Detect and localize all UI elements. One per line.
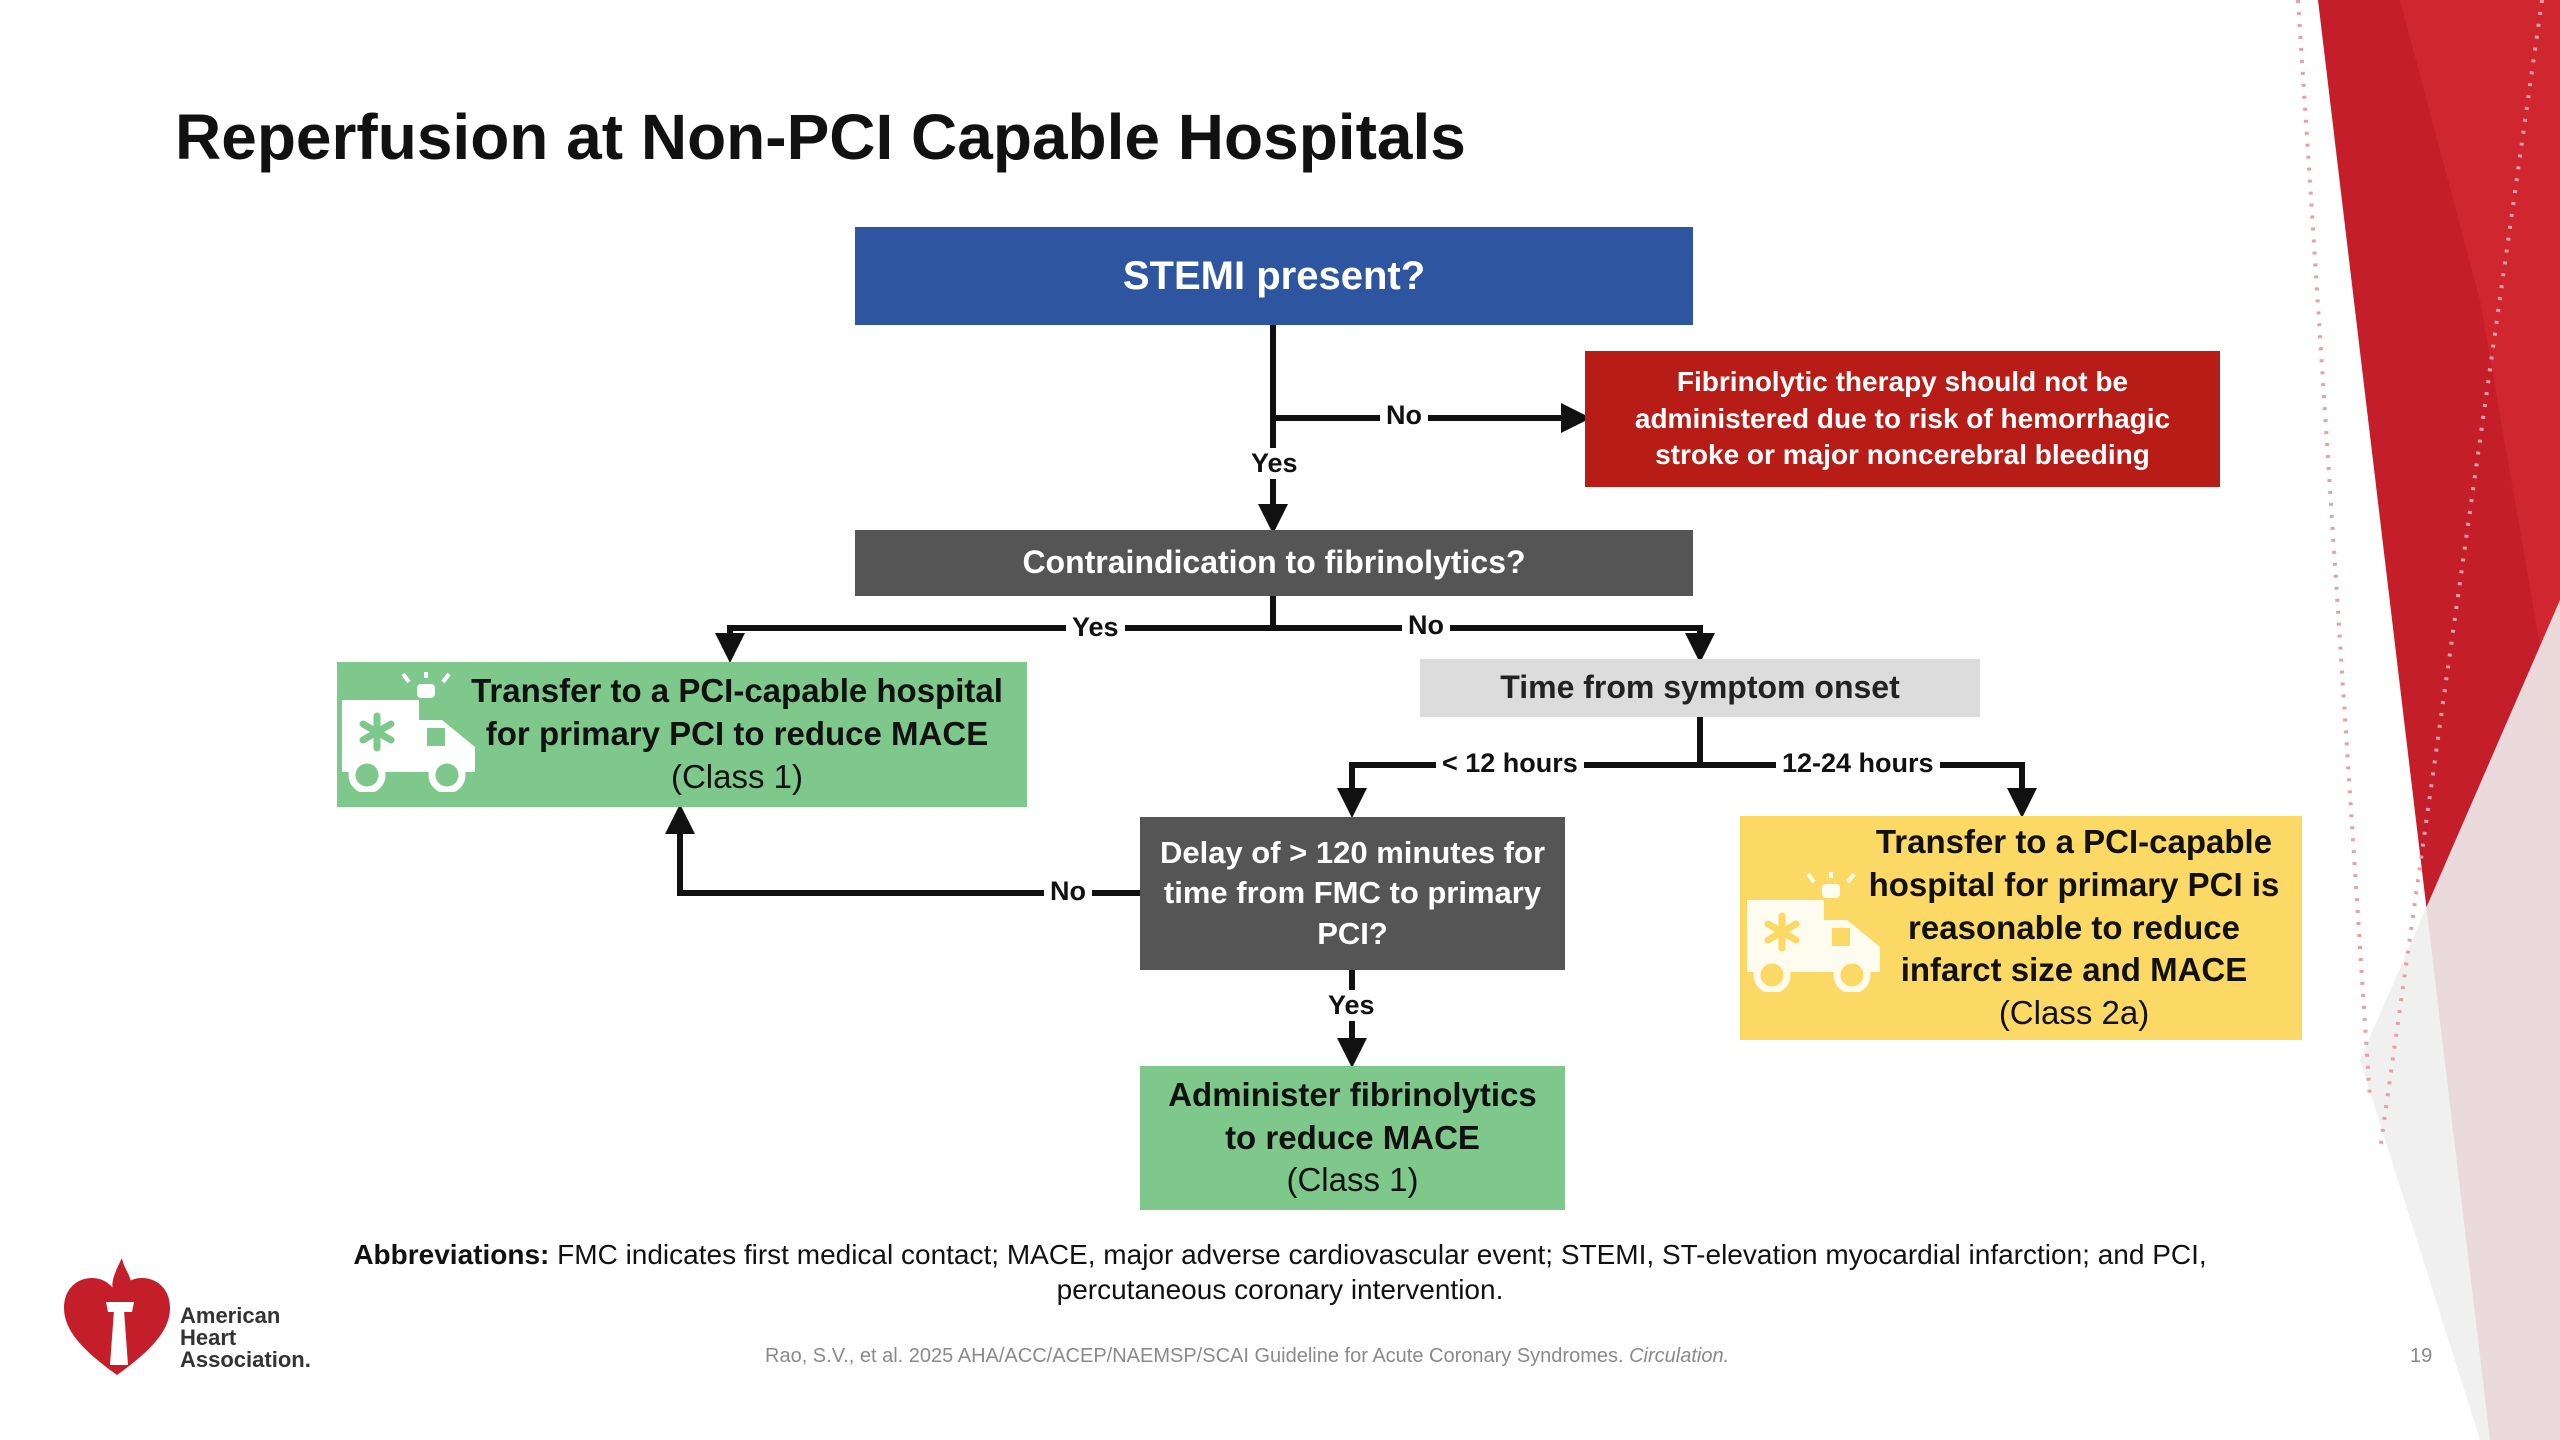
contraindication-text: Contraindication to fibrinolytics? — [1022, 544, 1526, 581]
heart-torch-logo — [64, 1258, 170, 1375]
slide-title: Reperfusion at Non-PCI Capable Hospitals — [175, 101, 1466, 173]
page-number: 19 — [2410, 1345, 2433, 1367]
12-24-hours-label: 12-24 hours — [1776, 748, 1940, 779]
abbreviations-label: Abbreviations: — [353, 1239, 550, 1270]
administer-class: (Class 1) — [1286, 1161, 1419, 1199]
logo-line1: American — [180, 1303, 281, 1328]
contraindication-box: Contraindication to fibrinolytics? — [855, 530, 1693, 596]
time-onset-text: Time from symptom onset — [1500, 669, 1900, 706]
time-onset-box: Time from symptom onset — [1420, 659, 1980, 717]
abbreviations-text: FMC indicates first medical contact; MAC… — [557, 1239, 2207, 1305]
fibrinolytic-warning-box: Fibrinolytic therapy should not be admin… — [1585, 351, 2220, 487]
ambulance-icon — [1747, 872, 1880, 992]
logo-line3: Association. — [180, 1347, 311, 1372]
citation-journal: Circulation. — [1629, 1345, 1730, 1367]
citation: Rao, S.V., et al. 2025 AHA/ACC/ACEP/NAEM… — [765, 1345, 1729, 1368]
logo-line2: Heart — [180, 1325, 237, 1350]
fibrinolytic-warning-text: Fibrinolytic therapy should not be admin… — [1634, 366, 2171, 471]
stemi-box: STEMI present? — [855, 227, 1693, 325]
stemi-text: STEMI present? — [1122, 254, 1426, 298]
transfer-class1-text: Transfer to a PCI-capable hospital for p… — [471, 672, 1003, 753]
transfer-class2a-text: Transfer to a PCI-capable hospital for p… — [1868, 822, 2280, 989]
abbreviations: Abbreviations: FMC indicates first medic… — [340, 1237, 2220, 1307]
aha-logo-text: American Heart Association. — [180, 1305, 330, 1371]
stemi-yes-label: Yes — [1245, 448, 1304, 479]
administer-box: Administer fibrinolytics to reduce MACE … — [1140, 1066, 1565, 1210]
administer-text: Administer fibrinolytics to reduce MACE — [1168, 1075, 1537, 1156]
delay-yes-label: Yes — [1322, 990, 1381, 1021]
transfer-class2a-class: (Class 2a) — [1998, 994, 2150, 1032]
contra-yes-label: Yes — [1066, 612, 1125, 643]
citation-text: Rao, S.V., et al. 2025 AHA/ACC/ACEP/NAEM… — [765, 1345, 1624, 1367]
delay-no-label: No — [1044, 876, 1092, 907]
contra-no-label: No — [1402, 610, 1450, 641]
delay-box: Delay of > 120 minutes for time from FMC… — [1140, 817, 1565, 970]
stemi-no-label: No — [1380, 400, 1428, 431]
transfer-class1-class: (Class 1) — [670, 757, 804, 795]
lt12-hours-label: < 12 hours — [1436, 748, 1584, 779]
ambulance-icon — [342, 672, 475, 792]
delay-text: Delay of > 120 minutes for time from FMC… — [1159, 835, 1546, 951]
